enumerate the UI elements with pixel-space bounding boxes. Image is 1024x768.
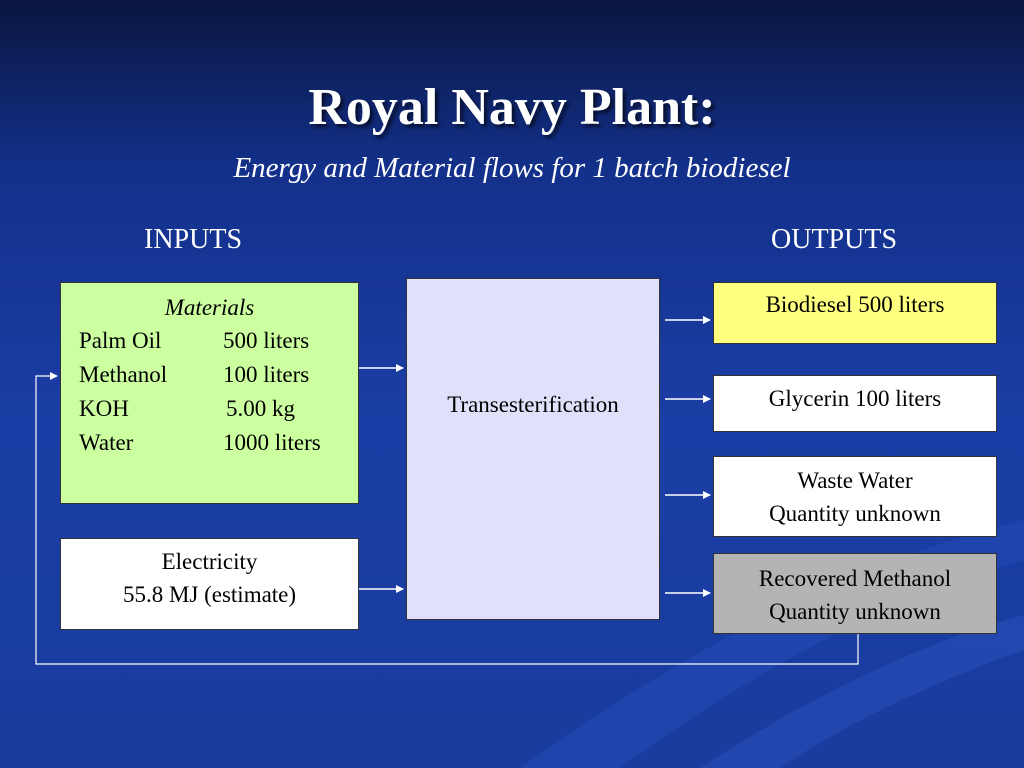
page-title: Royal Navy Plant: bbox=[308, 79, 716, 136]
electricity-label: Electricity bbox=[161, 549, 258, 574]
material-name: Methanol bbox=[79, 362, 168, 387]
material-row: Water 1000 liters bbox=[61, 426, 358, 460]
output-recovered-methanol-quantity: Quantity unknown bbox=[769, 599, 941, 624]
material-name: Water bbox=[79, 430, 134, 455]
material-name: Palm Oil bbox=[79, 328, 162, 353]
materials-heading: Materials bbox=[164, 295, 255, 320]
output-waste-water-box: Waste Water Quantity unknown bbox=[713, 456, 997, 537]
output-waste-water-quantity: Quantity unknown bbox=[769, 501, 941, 526]
material-amount: 100 liters bbox=[223, 362, 310, 387]
methanol-recycle-loop bbox=[35, 372, 859, 665]
process-box: Transesterification bbox=[406, 278, 660, 620]
output-glycerin-label: Glycerin 100 liters bbox=[768, 386, 942, 411]
output-recovered-methanol-label: Recovered Methanol bbox=[758, 566, 952, 591]
material-name: KOH bbox=[79, 396, 129, 421]
materials-box: Materials Palm Oil 500 liters Methanol 1… bbox=[60, 282, 359, 504]
inputs-heading: INPUTS bbox=[144, 224, 243, 255]
electricity-amount: 55.8 MJ (estimate) bbox=[122, 582, 297, 607]
outputs-heading: OUTPUTS bbox=[771, 224, 898, 255]
material-amount: 5.00 kg bbox=[226, 396, 295, 421]
electricity-box: Electricity 55.8 MJ (estimate) bbox=[60, 538, 359, 630]
material-row: KOH 5.00 kg bbox=[61, 392, 358, 426]
output-biodiesel-label: Biodiesel 500 liters bbox=[765, 292, 945, 317]
material-amount: 1000 liters bbox=[223, 430, 321, 455]
output-waste-water-label: Waste Water bbox=[797, 468, 913, 493]
process-label: Transesterification bbox=[447, 392, 619, 417]
material-amount: 500 liters bbox=[223, 328, 310, 353]
output-recovered-methanol-box: Recovered Methanol Quantity unknown bbox=[713, 553, 997, 634]
material-row: Methanol 100 liters bbox=[61, 358, 358, 392]
output-biodiesel-box: Biodiesel 500 liters bbox=[713, 282, 997, 344]
output-glycerin-box: Glycerin 100 liters bbox=[713, 375, 997, 432]
page-subtitle: Energy and Material flows for 1 batch bi… bbox=[233, 152, 791, 184]
material-row: Palm Oil 500 liters bbox=[61, 324, 358, 358]
